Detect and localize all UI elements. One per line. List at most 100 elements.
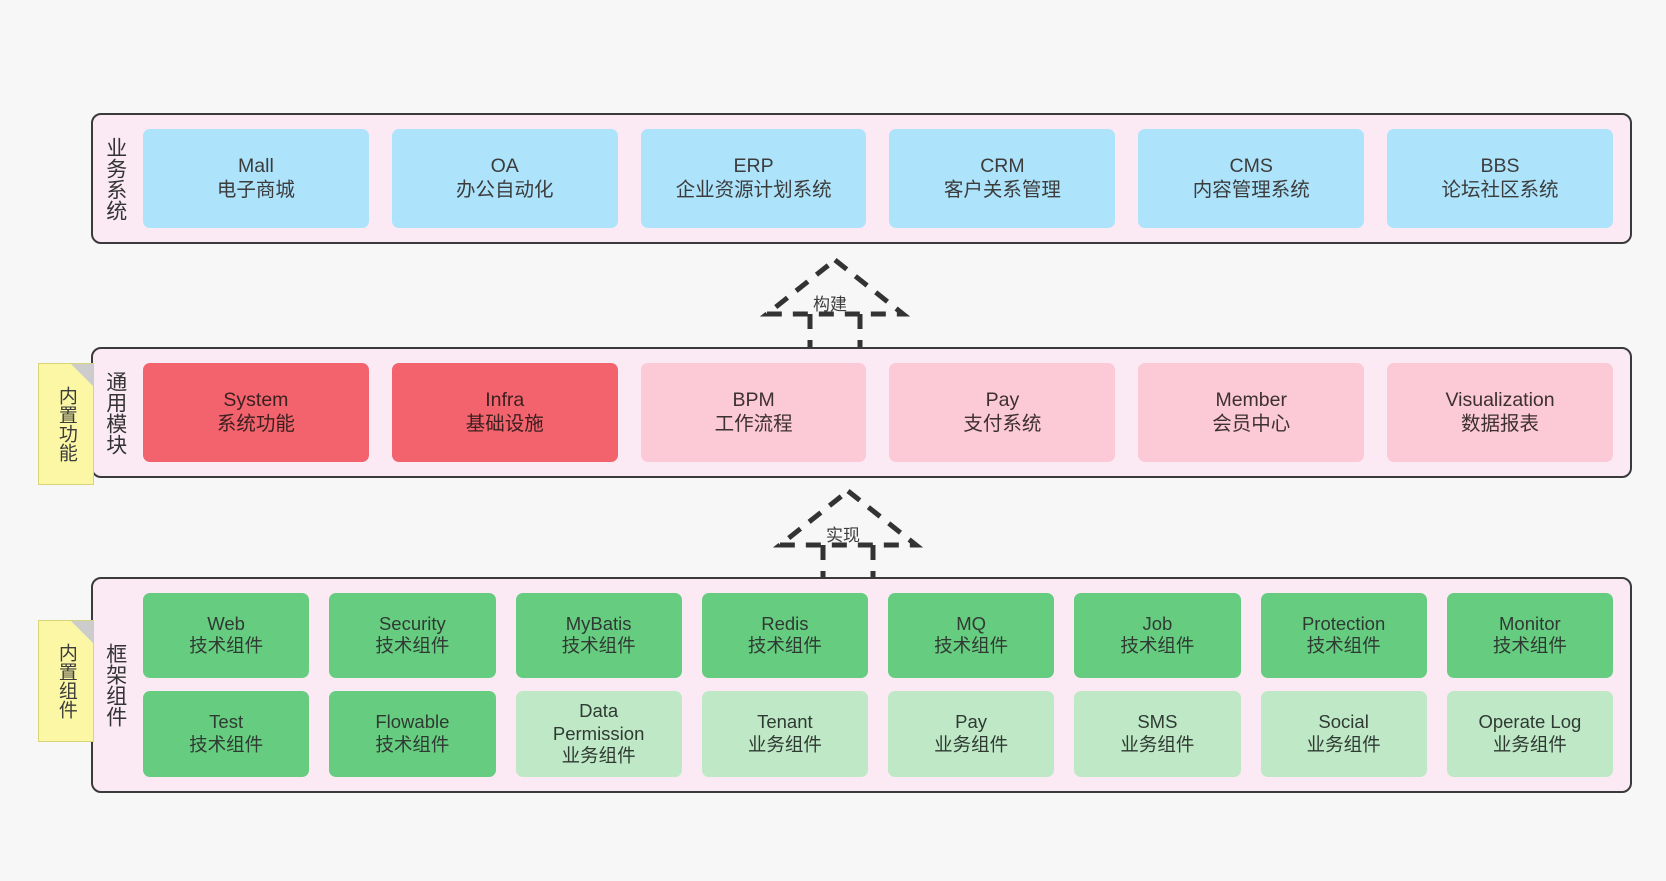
card-cms[interactable]: CMS 内容管理系统	[1138, 129, 1365, 228]
card-system[interactable]: System 系统功能	[143, 363, 369, 462]
card-security[interactable]: Security 技术组件	[329, 593, 496, 678]
card-pay-module-title: Pay	[985, 388, 1020, 411]
business-card-row: Mall 电子商城 OA 办公自动化 ERP 企业资源计划系统 CRM 客户关系…	[143, 129, 1613, 228]
framework-card-row-1: Web 技术组件 Security 技术组件 MyBatis 技术组件 Redi…	[143, 593, 1613, 678]
card-infra[interactable]: Infra 基础设施	[391, 363, 618, 462]
card-oa[interactable]: OA 办公自动化	[391, 129, 618, 228]
card-test-subtitle: 技术组件	[189, 733, 264, 755]
card-test[interactable]: Test 技术组件	[143, 690, 310, 777]
card-member-subtitle: 会员中心	[1212, 412, 1291, 435]
card-pay-component-subtitle: 业务组件	[934, 733, 1009, 755]
card-mq-title: MQ	[956, 612, 987, 634]
card-data-permission-subtitle: 业务组件	[561, 745, 636, 767]
note-builtin-components: 内置组件	[38, 620, 94, 742]
card-oa-subtitle: 办公自动化	[455, 178, 554, 201]
card-protection-subtitle: 技术组件	[1306, 635, 1381, 657]
card-protection[interactable]: Protection 技术组件	[1260, 593, 1427, 678]
card-crm-subtitle: 客户关系管理	[943, 178, 1061, 201]
card-pay-module-subtitle: 支付系统	[963, 412, 1042, 435]
card-visualization[interactable]: Visualization 数据报表	[1387, 363, 1613, 462]
card-member-title: Member	[1215, 388, 1287, 411]
card-protection-title: Protection	[1301, 612, 1386, 634]
card-sms[interactable]: SMS 业务组件	[1074, 690, 1241, 777]
card-mybatis-title: MyBatis	[565, 612, 632, 634]
card-monitor-title: Monitor	[1499, 612, 1561, 634]
card-bpm-subtitle: 工作流程	[714, 412, 793, 435]
layer-framework-component-body: Web 技术组件 Security 技术组件 MyBatis 技术组件 Redi…	[137, 579, 1630, 791]
card-redis-subtitle: 技术组件	[747, 635, 822, 657]
note-fold-icon	[71, 621, 93, 643]
card-data-permission-title2: Permission	[552, 722, 645, 744]
card-sms-subtitle: 业务组件	[1120, 733, 1195, 755]
card-job[interactable]: Job 技术组件	[1074, 593, 1241, 678]
card-visualization-title: Visualization	[1445, 388, 1555, 411]
card-pay-component-title: Pay	[955, 711, 988, 733]
card-flowable-title: Flowable	[375, 711, 450, 733]
card-job-title: Job	[1142, 612, 1173, 634]
card-monitor[interactable]: Monitor 技术组件	[1446, 593, 1613, 678]
card-mall[interactable]: Mall 电子商城	[143, 129, 369, 228]
card-system-title: System	[223, 388, 289, 411]
card-mall-subtitle: 电子商城	[216, 178, 295, 201]
card-security-subtitle: 技术组件	[375, 635, 450, 657]
note-builtin-functions-label: 内置功能	[55, 386, 77, 462]
note-fold-icon	[71, 364, 93, 386]
card-operate-log-subtitle: 业务组件	[1492, 733, 1567, 755]
card-job-subtitle: 技术组件	[1120, 635, 1195, 657]
card-bbs-subtitle: 论坛社区系统	[1441, 178, 1559, 201]
card-security-title: Security	[378, 612, 446, 634]
arrow-build-label: 构建	[813, 295, 847, 314]
layer-business-system-body: Mall 电子商城 OA 办公自动化 ERP 企业资源计划系统 CRM 客户关系…	[137, 115, 1630, 242]
card-mybatis-subtitle: 技术组件	[561, 635, 636, 657]
card-cms-title: CMS	[1229, 154, 1273, 177]
card-sms-title: SMS	[1137, 711, 1178, 733]
card-crm-title: CRM	[980, 154, 1025, 177]
card-bpm-title: BPM	[732, 388, 775, 411]
card-oa-title: OA	[490, 154, 519, 177]
layer-common-module: 通用模块 System 系统功能 Infra 基础设施 BPM 工作流程 Pay…	[91, 347, 1632, 478]
card-system-subtitle: 系统功能	[216, 412, 295, 435]
card-data-permission[interactable]: Data Permission 业务组件	[515, 690, 682, 777]
card-redis[interactable]: Redis 技术组件	[701, 593, 868, 678]
card-infra-subtitle: 基础设施	[465, 412, 544, 435]
card-mall-title: Mall	[238, 154, 274, 177]
card-web-title: Web	[207, 612, 245, 634]
card-bpm[interactable]: BPM 工作流程	[640, 363, 867, 462]
card-pay-component[interactable]: Pay 业务组件	[888, 690, 1055, 777]
card-tenant-title: Tenant	[757, 711, 813, 733]
card-member[interactable]: Member 会员中心	[1138, 363, 1365, 462]
arrow-implement: 实现	[768, 487, 928, 579]
layer-common-module-body: System 系统功能 Infra 基础设施 BPM 工作流程 Pay 支付系统…	[137, 349, 1630, 476]
card-web-subtitle: 技术组件	[189, 635, 264, 657]
card-data-permission-title: Data	[579, 699, 619, 721]
note-builtin-components-label: 内置组件	[55, 643, 77, 719]
card-mq[interactable]: MQ 技术组件	[888, 593, 1055, 678]
card-infra-title: Infra	[485, 388, 525, 411]
card-erp-title: ERP	[733, 154, 774, 177]
card-pay-module[interactable]: Pay 支付系统	[889, 363, 1116, 462]
card-visualization-subtitle: 数据报表	[1461, 412, 1540, 435]
note-builtin-functions: 内置功能	[38, 363, 94, 485]
arrow-implement-label: 实现	[826, 526, 860, 545]
card-test-title: Test	[209, 711, 244, 733]
card-redis-title: Redis	[761, 612, 809, 634]
card-tenant[interactable]: Tenant 业务组件	[701, 690, 868, 777]
card-operate-log[interactable]: Operate Log 业务组件	[1446, 690, 1613, 777]
card-mq-subtitle: 技术组件	[934, 635, 1009, 657]
arrow-build: 构建	[755, 256, 915, 348]
card-cms-subtitle: 内容管理系统	[1192, 178, 1310, 201]
card-social[interactable]: Social 业务组件	[1260, 690, 1427, 777]
card-bbs-title: BBS	[1480, 154, 1520, 177]
layer-framework-component-label: 框架组件	[103, 643, 127, 727]
card-bbs[interactable]: BBS 论坛社区系统	[1387, 129, 1613, 228]
card-flowable[interactable]: Flowable 技术组件	[329, 690, 496, 777]
card-web[interactable]: Web 技术组件	[143, 593, 310, 678]
layer-common-module-label: 通用模块	[103, 370, 127, 455]
card-crm[interactable]: CRM 客户关系管理	[889, 129, 1116, 228]
card-mybatis[interactable]: MyBatis 技术组件	[515, 593, 682, 678]
card-operate-log-title: Operate Log	[1478, 711, 1582, 733]
card-erp[interactable]: ERP 企业资源计划系统	[640, 129, 867, 228]
card-tenant-subtitle: 业务组件	[747, 733, 822, 755]
card-flowable-subtitle: 技术组件	[375, 733, 450, 755]
